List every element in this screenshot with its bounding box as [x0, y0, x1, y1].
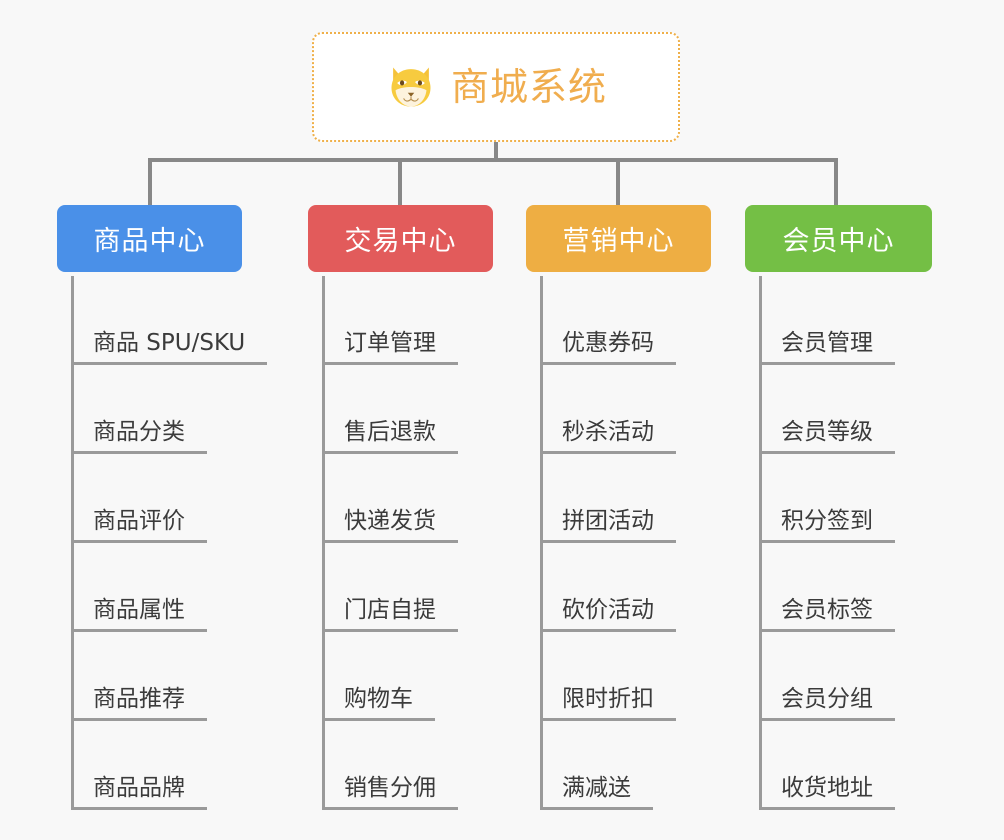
- connector-root-stem: [494, 142, 498, 162]
- leaf-spine: [759, 276, 762, 810]
- leaf-item[interactable]: 商品分类: [71, 365, 207, 454]
- leaf-item[interactable]: 收货地址: [759, 721, 895, 810]
- leaf-item[interactable]: 会员管理: [759, 276, 895, 365]
- leaf-item-label: 会员分组: [781, 686, 873, 713]
- leaf-item[interactable]: 商品属性: [71, 543, 207, 632]
- leaf-spine: [540, 276, 543, 810]
- leaf-item-label: 拼团活动: [562, 508, 654, 535]
- leaf-item-label: 商品 SPU/SKU: [93, 330, 246, 357]
- leaf-item-label: 会员等级: [781, 419, 873, 446]
- leaf-item-label: 快递发货: [344, 508, 436, 535]
- branch-header-label: 营销中心: [562, 226, 675, 257]
- leaf-item[interactable]: 会员分组: [759, 632, 895, 721]
- leaf-item[interactable]: 商品评价: [71, 454, 207, 543]
- leaf-item-label: 砍价活动: [562, 597, 654, 624]
- leaf-item-label: 商品分类: [93, 419, 185, 446]
- leaf-item-label: 会员标签: [781, 597, 873, 624]
- leaf-item[interactable]: 订单管理: [322, 276, 458, 365]
- leaf-item[interactable]: 商品推荐: [71, 632, 207, 721]
- leaf-item-label: 售后退款: [344, 419, 436, 446]
- branch-header-label: 会员中心: [782, 226, 895, 257]
- branch-header-product-center[interactable]: 商品中心: [57, 205, 242, 272]
- leaf-item[interactable]: 门店自提: [322, 543, 458, 632]
- leaf-item[interactable]: 购物车: [322, 632, 435, 721]
- leaf-item-label: 满减送: [562, 775, 631, 802]
- leaf-item-label: 会员管理: [781, 330, 873, 357]
- leaf-item-label: 商品属性: [93, 597, 185, 624]
- connector-drop-1: [148, 158, 152, 207]
- shiba-dog-face-icon: [391, 67, 431, 107]
- connector-drop-4: [834, 158, 838, 207]
- leaf-item-label: 销售分佣: [344, 775, 436, 802]
- leaf-item-label: 商品推荐: [93, 686, 185, 713]
- leaf-item[interactable]: 满减送: [540, 721, 653, 810]
- leaf-item-label: 商品品牌: [93, 775, 185, 802]
- leaf-item[interactable]: 拼团活动: [540, 454, 676, 543]
- branch-header-member-center[interactable]: 会员中心: [745, 205, 932, 272]
- leaf-spine: [322, 276, 325, 810]
- leaf-item-label: 秒杀活动: [562, 419, 654, 446]
- leaf-item[interactable]: 商品 SPU/SKU: [71, 276, 268, 365]
- leaf-item[interactable]: 售后退款: [322, 365, 458, 454]
- leaf-item-label: 门店自提: [344, 597, 436, 624]
- branch-header-marketing-center[interactable]: 营销中心: [526, 205, 711, 272]
- root-node-shop-system[interactable]: 商城系统: [312, 32, 680, 142]
- connector-horizontal-bus: [150, 158, 837, 162]
- leaf-item[interactable]: 商品品牌: [71, 721, 207, 810]
- leaf-item-label: 收货地址: [781, 775, 873, 802]
- branch-header-label: 商品中心: [93, 226, 206, 257]
- leaf-item[interactable]: 会员等级: [759, 365, 895, 454]
- leaf-item-label: 订单管理: [344, 330, 436, 357]
- leaf-item[interactable]: 积分签到: [759, 454, 895, 543]
- leaf-item[interactable]: 销售分佣: [322, 721, 458, 810]
- leaf-item-label: 限时折扣: [562, 686, 654, 713]
- leaf-item[interactable]: 秒杀活动: [540, 365, 676, 454]
- leaf-spine: [71, 276, 74, 810]
- leaf-item-label: 商品评价: [93, 508, 185, 535]
- root-node-label: 商城系统: [450, 65, 607, 109]
- leaf-item-label: 购物车: [344, 686, 413, 713]
- branch-header-trade-center[interactable]: 交易中心: [308, 205, 493, 272]
- leaf-item-label: 积分签到: [781, 508, 873, 535]
- leaf-item[interactable]: 会员标签: [759, 543, 895, 632]
- branch-header-label: 交易中心: [344, 226, 457, 257]
- leaf-item[interactable]: 快递发货: [322, 454, 458, 543]
- leaf-item[interactable]: 砍价活动: [540, 543, 676, 632]
- leaf-item[interactable]: 限时折扣: [540, 632, 676, 721]
- connector-drop-2: [398, 158, 402, 207]
- leaf-item[interactable]: 优惠券码: [540, 276, 676, 365]
- connector-drop-3: [616, 158, 620, 207]
- leaf-item-label: 优惠券码: [562, 330, 654, 357]
